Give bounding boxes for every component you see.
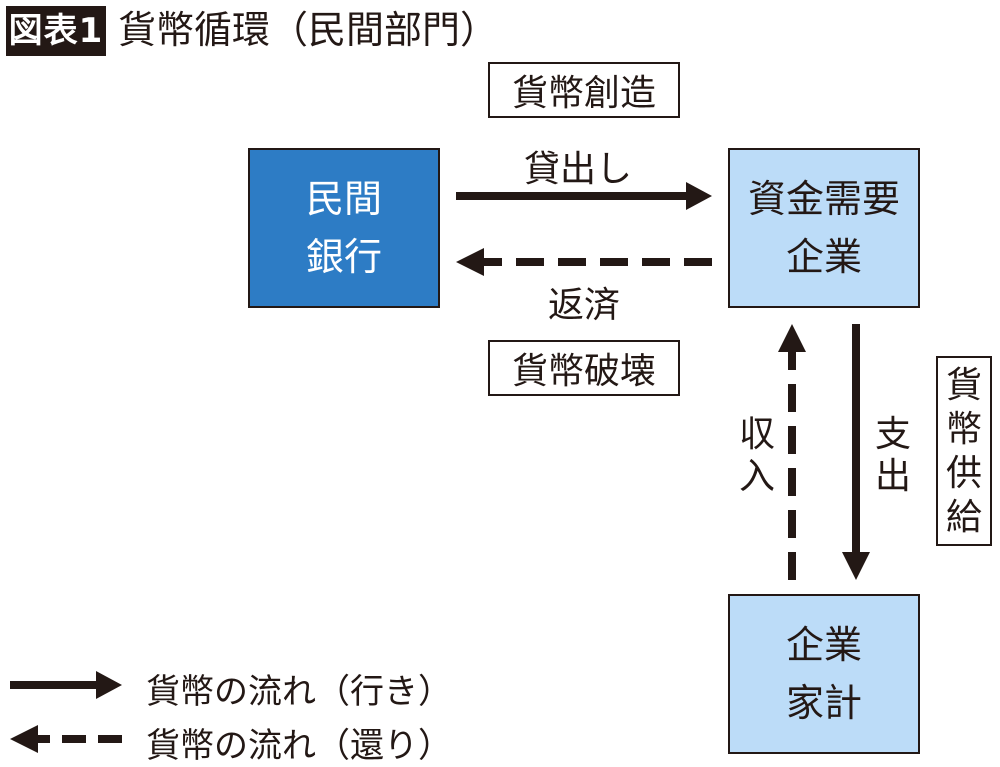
money-supply-label: 貨幣供給	[936, 356, 992, 546]
income-arrow	[778, 324, 806, 580]
borrowing-company-line2: 企業	[785, 235, 862, 279]
figure-badge: 図表1	[6, 6, 106, 56]
spending-label: 支出	[874, 414, 911, 497]
household-line2: 家計	[785, 681, 862, 725]
private-bank-node: 民間 銀行	[248, 148, 440, 308]
household-node: 企業 家計	[728, 594, 920, 754]
income-label: 収入	[738, 414, 775, 497]
money-destruction-label: 貨幣破壊	[488, 340, 680, 396]
borrowing-company-line1: 資金需要	[747, 177, 900, 221]
legend-solid-arrow	[10, 671, 122, 699]
private-bank-line2: 銀行	[305, 235, 382, 279]
money-creation-label: 貨幣創造	[488, 62, 680, 118]
figure-title: 貨幣循環（民間部門）	[118, 8, 499, 52]
legend-solid-label: 貨幣の流れ（行き）	[146, 672, 452, 712]
private-bank-line1: 民間	[305, 177, 382, 221]
loan-arrow	[456, 182, 712, 210]
repayment-arrow	[456, 248, 712, 276]
loan-label: 貸出し	[524, 149, 633, 190]
repayment-label: 返済	[548, 285, 621, 326]
spending-arrow	[842, 324, 870, 580]
legend-dashed-label: 貨幣の流れ（還り）	[146, 726, 452, 766]
legend-dashed-arrow	[10, 725, 122, 753]
household-line1: 企業	[785, 623, 862, 667]
borrowing-company-node: 資金需要 企業	[728, 148, 920, 308]
